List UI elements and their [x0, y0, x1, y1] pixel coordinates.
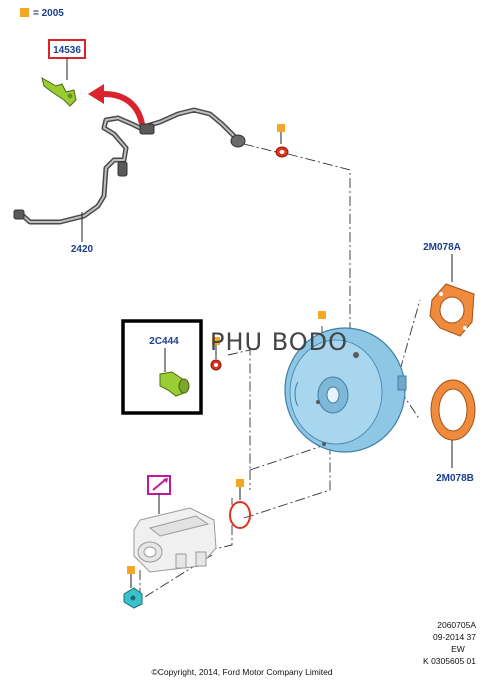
valve-grommet[interactable] — [210, 359, 222, 371]
part-number-2M078B[interactable]: 2M078B — [436, 473, 474, 484]
vacuum-hose-2420[interactable] — [13, 107, 246, 225]
gasket-2M078A[interactable] — [429, 283, 475, 337]
diagram-date: 09-2014 37 — [433, 632, 476, 642]
legend-marker-2005 — [318, 311, 326, 319]
gasket-2M078B[interactable] — [430, 379, 476, 441]
part-number-2C444[interactable]: 2C444 — [149, 336, 179, 347]
mounting-nut[interactable] — [123, 587, 143, 609]
legend-marker-2005 — [212, 337, 220, 345]
diagram-code: 2060705A — [437, 620, 476, 630]
bracket-part-14536[interactable] — [41, 76, 77, 107]
brake-booster[interactable] — [284, 327, 407, 453]
watermark-text: PHU BODO — [210, 328, 348, 356]
o-ring-seal[interactable] — [229, 501, 251, 529]
legend-marker — [20, 8, 29, 17]
callout-frame-2C444 — [121, 319, 203, 415]
diagram-reference: K 0305605 01 — [423, 656, 476, 666]
grommet-seal[interactable] — [275, 146, 289, 158]
legend-marker-2005 — [127, 566, 135, 574]
red-curved-arrow — [88, 84, 145, 125]
master-cylinder[interactable] — [133, 507, 217, 573]
part-number-14536[interactable]: 14536 — [53, 45, 81, 56]
pen-icon — [152, 479, 166, 491]
legend-marker-2005 — [277, 124, 285, 132]
part-number-2M078A[interactable]: 2M078A — [423, 242, 461, 253]
copyright-text: ©Copyright, 2014, Ford Motor Company Lim… — [151, 667, 332, 677]
legend-text: = 2005 — [33, 8, 64, 19]
part-number-2420[interactable]: 2420 — [71, 244, 94, 255]
legend-marker-2005 — [236, 479, 244, 487]
diagram-region: EW — [451, 644, 465, 654]
check-valve-2C444[interactable] — [159, 371, 190, 397]
